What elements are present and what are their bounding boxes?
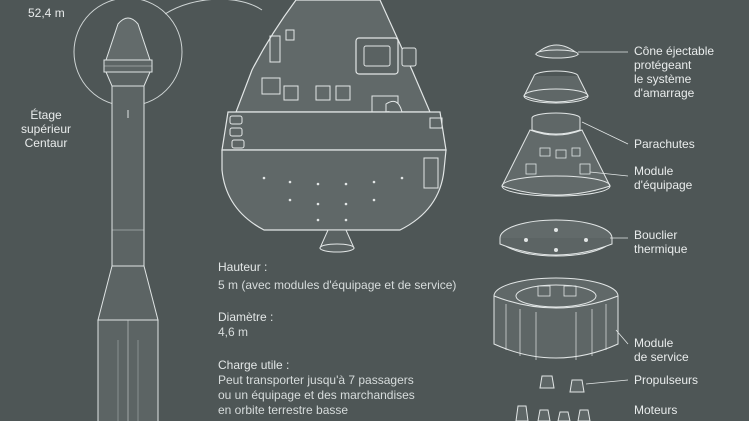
spec-height-value: 5 m (avec modules d'équipage et de servi… xyxy=(218,278,457,292)
spec-diameter-heading: Diamètre : xyxy=(218,310,274,324)
spec-payload-line1: Peut transporter jusqu'à 7 passagers xyxy=(218,373,414,387)
spec-diameter: Diamètre : 4,6 m xyxy=(218,310,273,340)
upper-stage-line3: Centaur xyxy=(24,136,68,150)
leader-service xyxy=(615,329,629,345)
label-engines: Moteurs xyxy=(634,403,678,417)
upper-stage-label: Étage supérieur Centaur xyxy=(16,108,76,150)
capsule-lower-body xyxy=(221,149,447,231)
label-heat-shield: Bouclier thermique xyxy=(634,228,687,256)
crew-module-cone xyxy=(501,129,611,196)
spec-height-heading: Hauteur : xyxy=(218,260,268,274)
leader-parachutes xyxy=(581,121,629,145)
engines xyxy=(515,405,591,421)
thrusters xyxy=(539,375,585,393)
crew-line1: Module xyxy=(634,164,674,178)
cone-line4: d'amarrage xyxy=(634,86,695,100)
shield-line2: thermique xyxy=(634,242,688,256)
upper-stage-line1: Étage xyxy=(30,108,62,122)
upper-stage-line2: supérieur xyxy=(20,122,72,136)
rocket-height-value: 52,4 m xyxy=(28,6,65,20)
label-crew-module: Module d'équipage xyxy=(634,164,692,192)
spec-diameter-value: 4,6 m xyxy=(218,325,249,339)
leader-crew xyxy=(589,171,629,177)
service-module-body xyxy=(493,295,619,359)
service-line1: Module xyxy=(634,336,674,350)
label-parachutes: Parachutes xyxy=(634,137,695,151)
capsule-window-small xyxy=(401,47,417,67)
label-service-module: Module de service xyxy=(634,336,689,364)
shield-line1: Bouclier xyxy=(634,228,678,242)
zoom-leader-line xyxy=(164,0,263,15)
cone-line2: protégeant xyxy=(634,58,692,72)
capsule-side-panel xyxy=(269,35,281,63)
parachute-compartment xyxy=(531,118,581,135)
leader-thrusters xyxy=(585,379,629,385)
label-ejectable-cone: Cône éjectable protégeant le système d'a… xyxy=(634,44,714,100)
spec-payload: Charge utile : Peut transporter jusqu'à … xyxy=(218,358,415,418)
label-thrusters: Propulseurs xyxy=(634,373,699,387)
capsule-window-large xyxy=(355,37,399,75)
spec-height: Hauteur : 5 m (avec modules d'équipage e… xyxy=(218,260,456,293)
spec-payload-heading: Charge utile : xyxy=(218,358,290,372)
spec-payload-line3: en orbite terrestre basse xyxy=(218,403,349,417)
cone-line1: Cône éjectable xyxy=(634,44,715,58)
service-line2: de service xyxy=(634,350,689,364)
rocket-capsule xyxy=(105,17,151,61)
cone-line3: le système xyxy=(634,72,692,86)
spec-payload-line2: ou un équipage et des marchandises xyxy=(218,388,415,402)
crew-line2: d'équipage xyxy=(634,178,693,192)
